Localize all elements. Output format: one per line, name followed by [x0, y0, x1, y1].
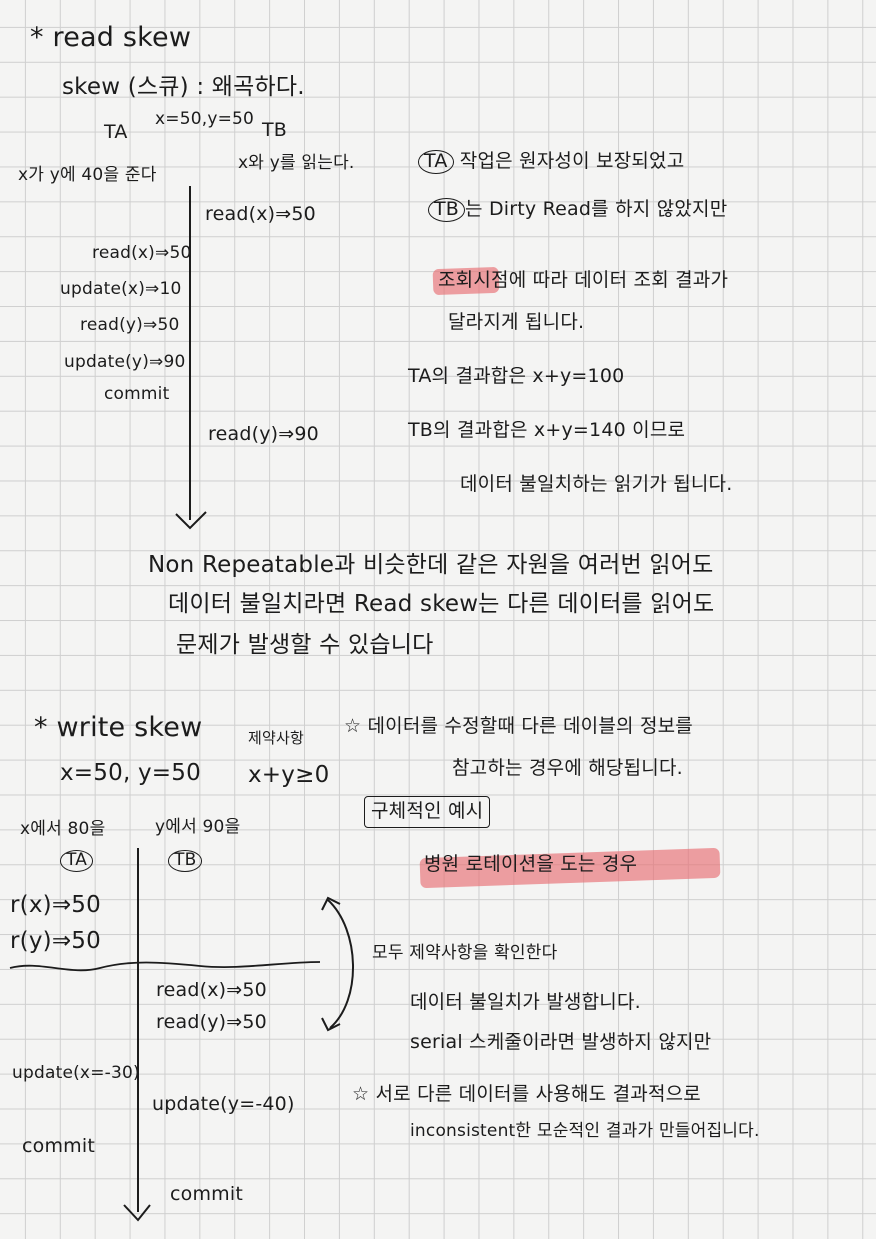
tb-read-y-write: read(y)⇒50 — [156, 1011, 267, 1033]
tb-label-write: TB — [168, 850, 203, 872]
ta-op-update-y: update(y)⇒90 — [64, 352, 186, 372]
tb-badge: TB — [168, 850, 203, 872]
ta-update-write: update(x=-30) — [12, 1063, 140, 1083]
tb-label: TB — [262, 119, 288, 141]
ta-read-y-write: r(y)⇒50 — [10, 928, 101, 954]
tb-intent: x와 y를 읽는다. — [238, 153, 355, 173]
note-top-line1: ☆ 데이터를 수정할때 다른 데이블의 정보를 — [344, 715, 693, 737]
note3-line3: 데이터 불일치하는 읽기가 됩니다. — [460, 473, 733, 495]
ta-badge: TA — [418, 150, 454, 174]
ta-intent-write: x에서 80을 — [20, 819, 106, 839]
note2-line1: 조회시점에 따라 데이터 조회 결과가 — [438, 269, 729, 291]
constraint-label: 제약사항 — [248, 729, 305, 747]
ta-op-read-x: read(x)⇒50 — [92, 243, 192, 263]
ta-commit-write: commit — [22, 1135, 96, 1157]
ta-op-update-x: update(x)⇒10 — [60, 279, 182, 299]
tb-read-y: read(y)⇒90 — [208, 423, 319, 445]
tb-badge: TB — [428, 198, 466, 222]
note1-line1-text: 작업은 원자성이 보장되었고 — [459, 150, 685, 172]
example-box: 구체적인 예시 — [364, 796, 491, 828]
note3-line1: TA의 결과합은 x+y=100 — [408, 365, 625, 387]
ta-label: TA — [104, 121, 128, 143]
note-bottom-line1: ☆ 서로 다른 데이터를 사용해도 결과적으로 — [352, 1083, 701, 1105]
initial-values: x=50,y=50 — [155, 109, 255, 129]
tb-update-write: update(y=-40) — [152, 1093, 295, 1115]
ta-intent: x가 y에 40을 준다 — [18, 165, 157, 185]
ta-badge: TA — [60, 850, 94, 872]
note3-line2: TB의 결과합은 x+y=140 이므로 — [408, 419, 686, 441]
note1-line2-text: 는 Dirty Read를 하지 않았지만 — [465, 198, 728, 220]
note-top-line2: 참고하는 경우에 해당됩니다. — [452, 757, 683, 779]
note-bottom-line2: inconsistent한 모순적인 결과가 만들어집니다. — [410, 1121, 760, 1141]
tb-intent-write: y에서 90을 — [155, 817, 241, 837]
ta-read-x-write: r(x)⇒50 — [10, 892, 101, 918]
ta-op-read-y: read(y)⇒50 — [80, 315, 180, 335]
write-skew-heading: * write skew — [34, 712, 203, 743]
read-skew-heading: * read skew — [30, 22, 192, 53]
inconsistency-line2: serial 스케줄이라면 발생하지 않지만 — [410, 1031, 712, 1053]
write-skew-initial-values: x=50, y=50 — [60, 760, 201, 786]
tb-read-x-write: read(x)⇒50 — [156, 979, 267, 1001]
inconsistency-line1: 데이터 불일치가 발생합니다. — [410, 991, 641, 1013]
bracket-note: 모두 제약사항을 확인한다 — [372, 943, 558, 963]
note1-line1: TA 작업은 원자성이 보장되었고 — [418, 150, 684, 174]
tb-commit-write: commit — [170, 1183, 244, 1205]
summary-line2: 데이터 불일치라면 Read skew는 다른 데이터를 읽어도 — [168, 591, 715, 617]
example-text: 병원 로테이션을 도는 경우 — [424, 853, 638, 875]
ta-label-write: TA — [60, 850, 94, 872]
summary-line3: 문제가 발생할 수 있습니다 — [176, 632, 434, 658]
tb-read-x: read(x)⇒50 — [205, 203, 316, 225]
ta-op-commit: commit — [104, 384, 170, 404]
skew-definition: skew (스큐) : 왜곡하다. — [62, 74, 305, 100]
summary-line1: Non Repeatable과 비슷한데 같은 자원을 여러번 읽어도 — [148, 552, 714, 578]
constraint-expression: x+y≥0 — [248, 762, 330, 788]
note2-line2: 달라지게 됩니다. — [448, 311, 585, 333]
